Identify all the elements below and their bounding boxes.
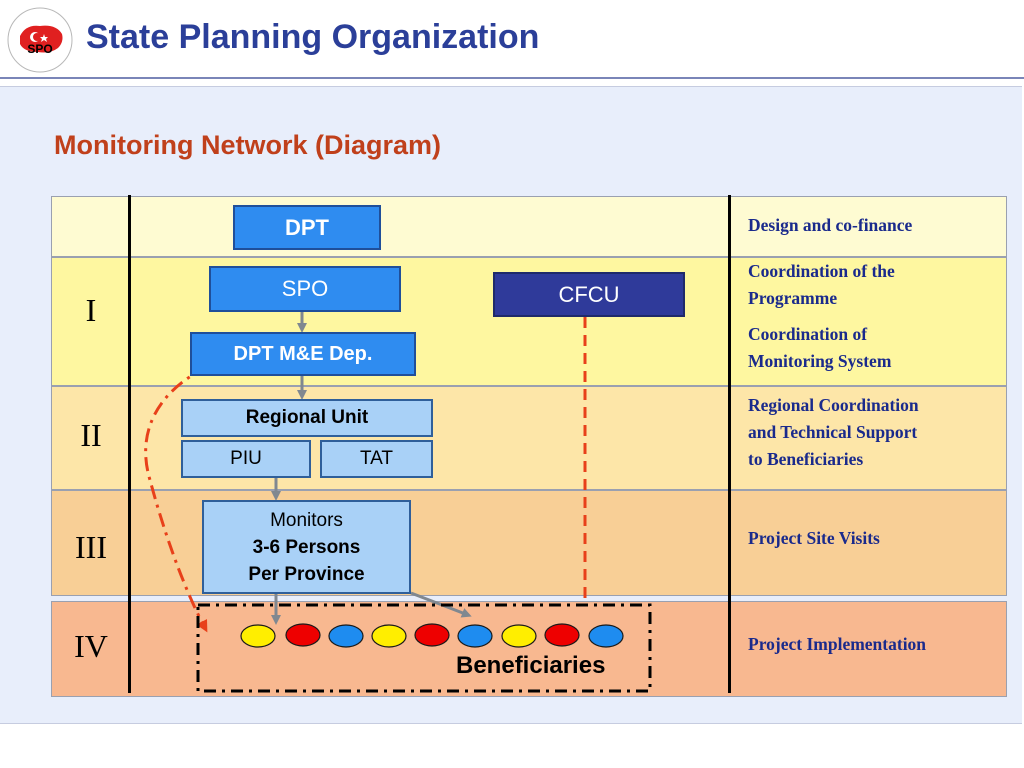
beneficiary-dots	[240, 623, 624, 648]
level-top-description: Design and co-finance	[748, 215, 913, 235]
page-title: State Planning Organization	[86, 18, 540, 56]
band-level-4	[51, 601, 1007, 697]
level-label-4: IV	[74, 628, 108, 664]
level-1-description-line-4: Monitoring System	[748, 351, 892, 371]
beneficiaries-box	[196, 603, 652, 693]
arrow-monitors-to-beneficiaries-right	[410, 591, 472, 618]
monitors-line-1: Monitors	[270, 509, 343, 531]
beneficiary-dot-yellow	[371, 624, 407, 648]
level-1-description-line-2: Programme	[748, 288, 838, 308]
piu-node: PIU	[181, 440, 311, 478]
spo-logo-icon: SPO	[7, 7, 73, 73]
tat-node: TAT	[320, 440, 433, 478]
level-2-description-line-2: and Technical Support	[748, 422, 918, 442]
beneficiary-dot-yellow	[240, 624, 276, 648]
beneficiary-dot-red	[414, 623, 450, 647]
beneficiary-dot-blue	[588, 624, 624, 648]
section-title: Monitoring Network (Diagram)	[54, 130, 442, 160]
beneficiary-dot-yellow	[501, 624, 537, 648]
level-1-description-line-3: Coordination of	[748, 324, 868, 344]
level-2-description-line-3: to Beneficiaries	[748, 449, 864, 469]
monitors-line-3: Per Province	[248, 563, 365, 585]
beneficiary-dot-red	[285, 623, 321, 647]
beneficiary-dot-red	[544, 623, 580, 647]
beneficiary-dot-blue	[457, 624, 493, 648]
divider-left	[128, 195, 131, 693]
header-divider	[0, 77, 1024, 79]
divider-right	[728, 195, 731, 693]
monitors-line-2: 3-6 Persons	[252, 536, 361, 558]
level-label-1: I	[85, 292, 97, 328]
beneficiaries-label: Beneficiaries	[456, 652, 606, 679]
level-3-description: Project Site Visits	[748, 528, 880, 548]
regional-unit-node: Regional Unit	[181, 399, 433, 437]
header: SPO State Planning Organization	[0, 0, 1024, 79]
dpt-node: DPT	[233, 205, 381, 250]
level-4-description: Project Implementation	[748, 634, 927, 654]
logo-acronym: SPO	[27, 42, 52, 56]
level-label-3: III	[75, 529, 107, 565]
beneficiary-dot-blue	[328, 624, 364, 648]
cfcu-node: CFCU	[493, 272, 685, 317]
band-top	[51, 196, 1007, 257]
level-2-description-line-1: Regional Coordination	[748, 395, 919, 415]
monitors-node: Monitors 3-6 Persons Per Province	[202, 500, 411, 594]
dpt-me-node: DPT M&E Dep.	[190, 332, 416, 376]
level-label-2: II	[80, 417, 102, 453]
level-1-description-line-1: Coordination of the	[748, 261, 895, 281]
spo-node: SPO	[209, 266, 401, 312]
